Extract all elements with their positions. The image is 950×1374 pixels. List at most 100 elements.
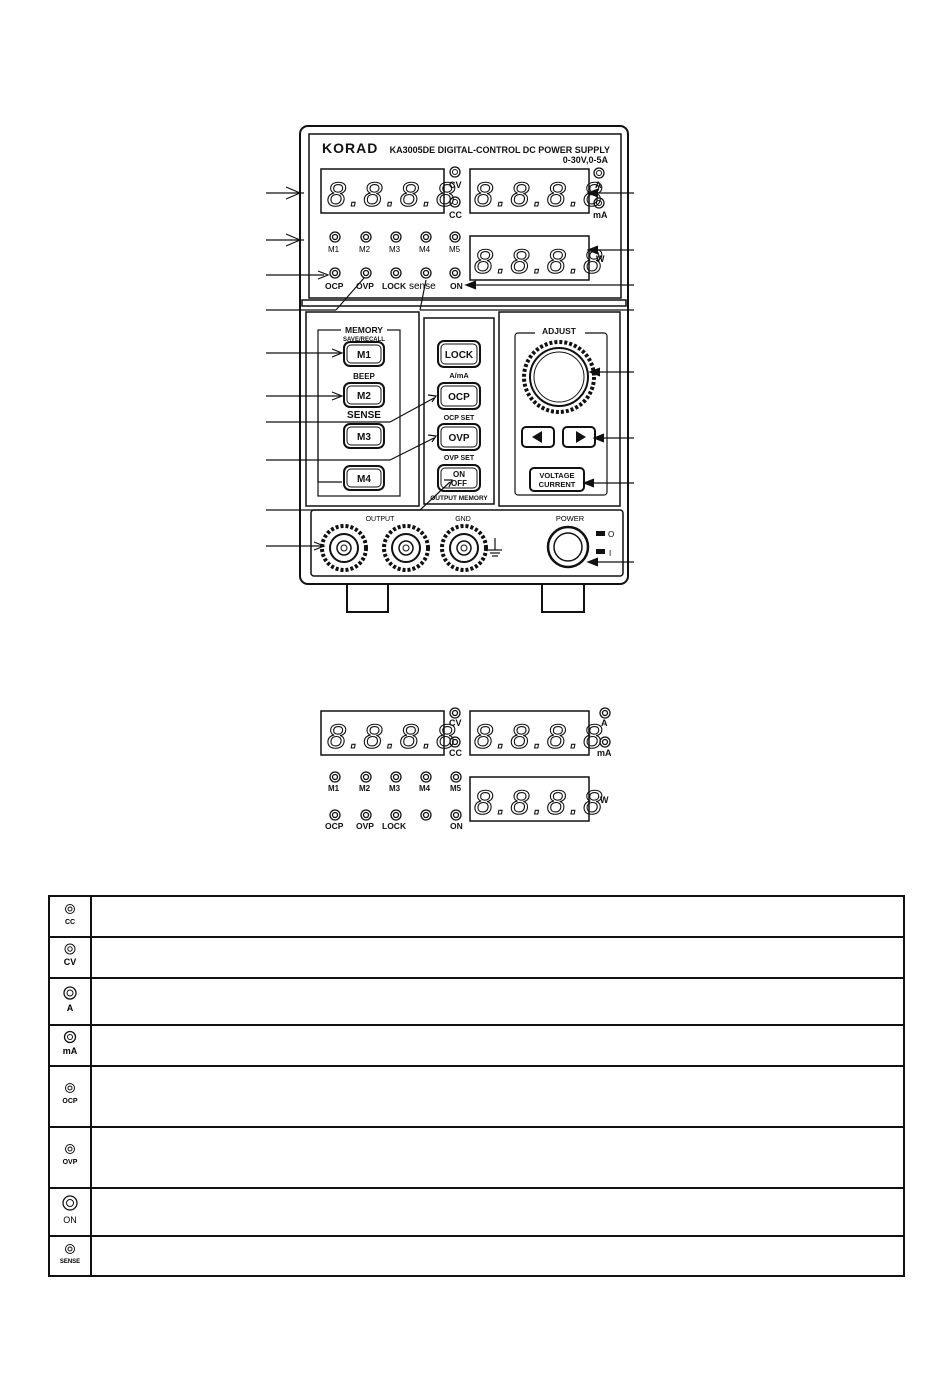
dp-w-label: W: [600, 795, 609, 805]
model-title: KA3005DE DIGITAL-CONTROL DC POWER SUPPLY: [390, 145, 610, 155]
power-label: POWER: [556, 514, 585, 523]
cv-description: [90, 936, 905, 979]
on-led-label: ON: [450, 281, 463, 291]
rating-text: 0-30V,0-5A: [563, 155, 609, 165]
gnd-terminal[interactable]: [440, 524, 488, 572]
gnd-label: GND: [455, 516, 471, 523]
on-description: [90, 1187, 905, 1237]
ovp-description: [90, 1126, 905, 1189]
indicator-legend-table: CC CV A mA OCP OVP: [48, 895, 905, 1277]
dp-a-label: A: [601, 718, 608, 728]
lock-button[interactable]: [437, 340, 481, 368]
dp-ocp-label: OCP: [325, 821, 344, 831]
ovp-led-label: OVP: [356, 281, 374, 291]
w-label: W: [596, 254, 605, 264]
ovp-button-label: OVP: [448, 433, 469, 444]
voltage-current-button[interactable]: [529, 467, 585, 492]
table-row: SENSE: [48, 1235, 905, 1277]
m3-led-label: M3: [389, 245, 401, 254]
dp-power-display: 8.8.8.8: [474, 784, 606, 822]
callout-lines-right: [419, 188, 634, 567]
m2-button-label: M2: [357, 391, 371, 402]
a-indicator-icon: A: [48, 977, 92, 1026]
output-label: OUTPUT: [366, 516, 396, 523]
m4-button[interactable]: [343, 465, 385, 491]
table-row: A: [48, 977, 905, 1026]
power-off-symbol: O: [608, 530, 614, 539]
table-row: ON: [48, 1187, 905, 1237]
ocp-sub-label: OCP SET: [444, 415, 475, 422]
lock-led-label: LOCK: [382, 281, 407, 291]
power-on-symbol: I: [609, 549, 611, 558]
cc-label: CC: [449, 210, 462, 220]
cc-description: [90, 895, 905, 938]
sense-led-label: sense: [409, 281, 436, 292]
right-arrow-button[interactable]: [562, 426, 596, 448]
a-led: [593, 167, 605, 179]
m2-led-label: M2: [359, 245, 371, 254]
left-arrow-icon: [532, 431, 542, 443]
ocp-button-label: OCP: [448, 392, 470, 403]
ma-description: [90, 1024, 905, 1067]
svg-text:mA: mA: [63, 1046, 78, 1056]
svg-text:CC: CC: [65, 919, 75, 926]
cc-led: [449, 196, 461, 208]
m1-button[interactable]: [343, 341, 385, 367]
table-row: mA: [48, 1024, 905, 1067]
left-arrow-button[interactable]: [521, 426, 555, 448]
on-off-button[interactable]: [437, 464, 481, 492]
table-row: CC: [48, 895, 905, 938]
m1-button-label: M1: [357, 350, 371, 361]
voltage-label: VOLTAGE: [539, 471, 574, 480]
dp-on-label: ON: [450, 821, 463, 831]
callout-lines-left: [266, 186, 453, 551]
on-button-label: ON: [453, 470, 465, 479]
output-memory-label: OUTPUT MEMORY: [430, 495, 488, 502]
front-panel-diagram: KORAD KA3005DE DIGITAL-CONTROL DC POWER …: [266, 125, 634, 613]
svg-text:OCP: OCP: [62, 1098, 78, 1105]
a-description: [90, 977, 905, 1026]
table-row: OVP: [48, 1126, 905, 1189]
beep-label: BEEP: [353, 372, 375, 381]
sense-label: SENSE: [347, 410, 381, 421]
right-arrow-icon: [576, 431, 586, 443]
voltage-display: 8.8.8.8: [327, 176, 459, 214]
current-display: 8.8.8.8: [474, 176, 606, 214]
sense-description: [90, 1235, 905, 1277]
m2-button[interactable]: [343, 382, 385, 408]
m4-button-label: M4: [357, 474, 371, 485]
adjust-knob[interactable]: [522, 340, 596, 414]
svg-text:A: A: [67, 1003, 74, 1013]
positive-terminal[interactable]: [382, 524, 430, 572]
negative-terminal[interactable]: [320, 524, 368, 572]
ovp-button[interactable]: [437, 423, 481, 451]
cc-indicator-icon: CC: [48, 895, 92, 938]
a-label: A: [595, 180, 602, 190]
sense-indicator-icon: SENSE: [48, 1235, 92, 1277]
ovp-sub-label: OVP SET: [444, 455, 475, 462]
current-label: CURRENT: [539, 480, 576, 489]
m1-led-label: M1: [328, 245, 340, 254]
power-display: 8.8.8.8: [474, 243, 606, 281]
dp-leds: [329, 707, 611, 821]
m4-led-label: M4: [419, 245, 431, 254]
dp-cv-label: CV: [449, 718, 462, 728]
m-led-row: [329, 231, 461, 243]
cv-led: [449, 166, 461, 178]
dp-m4-label: M4: [419, 784, 431, 793]
dp-ma-label: mA: [597, 748, 612, 758]
lock-button-label: LOCK: [445, 350, 474, 361]
ground-icon: [488, 538, 502, 557]
adjust-label: ADJUST: [542, 326, 577, 336]
ocp-button[interactable]: [437, 382, 481, 410]
ocp-indicator-icon: OCP: [48, 1065, 92, 1128]
ma-label: mA: [593, 210, 608, 220]
brand-logo: KORAD: [322, 140, 378, 156]
dp-ovp-label: OVP: [356, 821, 374, 831]
m3-button[interactable]: [343, 423, 385, 449]
dp-m1-label: M1: [328, 784, 340, 793]
status-led-row: [329, 267, 461, 279]
ma-led: [593, 197, 605, 209]
power-switch[interactable]: [546, 525, 590, 569]
svg-text:ON: ON: [63, 1215, 77, 1225]
